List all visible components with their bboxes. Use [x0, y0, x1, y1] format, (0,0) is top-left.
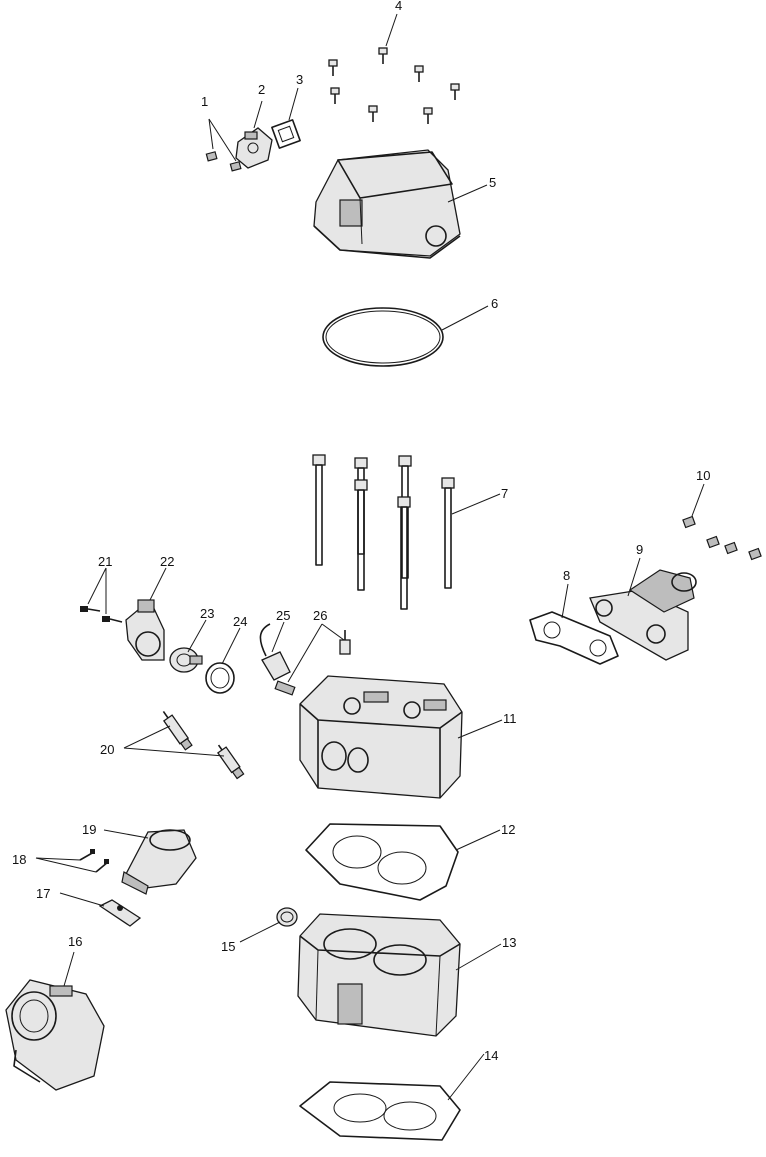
base-gasket	[299, 1081, 461, 1141]
exhaust-manifold	[589, 569, 697, 661]
spark-plugs	[162, 710, 245, 780]
head-gasket	[305, 823, 459, 901]
callout-labels: 1 2 3 4 5 6 7 8 9 10 11 12 13 14 15 16 1…	[12, 0, 710, 1063]
valve-cover	[313, 149, 461, 259]
cylinder-plug	[276, 907, 298, 927]
callout-21: 21	[98, 554, 112, 569]
callout-20: 20	[100, 742, 114, 757]
sensor-gasket	[271, 119, 301, 149]
cover-bolts	[328, 47, 460, 124]
sensor-bolts	[205, 151, 242, 172]
callout-6: 6	[491, 296, 498, 311]
cover-o-ring	[322, 307, 444, 367]
callout-22: 22	[160, 554, 174, 569]
cylinder-head	[299, 675, 463, 799]
callout-23: 23	[200, 606, 214, 621]
exhaust-bolts	[682, 515, 762, 561]
callout-4: 4	[395, 0, 402, 13]
thermostat-seal	[205, 662, 235, 694]
callout-9: 9	[636, 542, 643, 557]
callout-18: 18	[12, 852, 26, 867]
callout-5: 5	[489, 175, 496, 190]
callout-16: 16	[68, 934, 82, 949]
leader-lines	[35, 13, 705, 1101]
callout-7: 7	[501, 486, 508, 501]
head-bolts	[312, 454, 455, 610]
callout-25: 25	[276, 608, 290, 623]
coolant-fittings	[274, 630, 351, 696]
callout-2: 2	[258, 82, 265, 97]
callout-1: 1	[201, 94, 208, 109]
callout-15: 15	[221, 939, 235, 954]
callout-14: 14	[484, 1048, 498, 1063]
callout-12: 12	[501, 822, 515, 837]
thermostat-bolts	[80, 606, 123, 623]
temperature-sensor	[259, 623, 291, 681]
exhaust-gasket	[529, 611, 619, 665]
intake-clamp	[98, 899, 142, 927]
callout-24: 24	[233, 614, 247, 629]
intake-screws	[79, 849, 109, 873]
cylinder-block	[297, 913, 461, 1037]
callout-26: 26	[313, 608, 327, 623]
sensor-housing	[235, 127, 273, 169]
intake-boot	[121, 829, 197, 895]
callout-19: 19	[82, 822, 96, 837]
callout-17: 17	[36, 886, 50, 901]
callout-13: 13	[502, 935, 516, 950]
callout-11: 11	[503, 711, 517, 726]
callout-8: 8	[563, 568, 570, 583]
callout-10: 10	[696, 468, 710, 483]
thermostat-housing	[125, 598, 165, 661]
callout-3: 3	[296, 72, 303, 87]
throttle-body	[5, 979, 105, 1091]
thermostat	[169, 647, 203, 673]
